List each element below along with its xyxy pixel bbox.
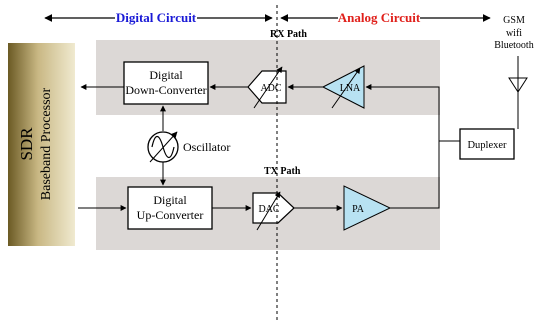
- tx-path-label: TX Path: [264, 166, 301, 177]
- duplexer-block: [459, 128, 515, 160]
- lna-adjust-arrow: [331, 67, 361, 109]
- digital-up-converter: [127, 186, 213, 230]
- rx-path-label: RX Path: [270, 29, 307, 40]
- antenna-label-wifi: wifi: [506, 28, 522, 39]
- pa-label: PA: [352, 204, 365, 215]
- up-converter-line1: Digital: [153, 193, 187, 207]
- digital-down-converter: [123, 61, 209, 105]
- baseband-processor-label: Baseband Processor: [39, 87, 54, 200]
- duplexer-to-lna-arrow: [365, 84, 440, 141]
- pa-amplifier: [343, 185, 392, 231]
- dac-adjust-arrow: [256, 191, 281, 231]
- oscillator-label: Oscillator: [183, 140, 230, 154]
- dac-block: [252, 192, 295, 224]
- antenna-label-gsm: GSM: [503, 15, 525, 26]
- digital-circuit-label: Digital Circuit: [116, 10, 197, 25]
- pa-to-duplexer-line: [390, 141, 440, 209]
- antenna-label-bluetooth: Bluetooth: [494, 40, 533, 51]
- adc-label: ADC: [260, 83, 281, 94]
- analog-circuit-label: Analog Circuit: [338, 10, 421, 25]
- duplexer-label: Duplexer: [467, 140, 507, 151]
- oscillator-adjust-arrow: [149, 131, 178, 163]
- sdr-label: SDR: [17, 127, 36, 161]
- sdr-baseband-processor: [8, 43, 75, 246]
- down-converter-line2: Down-Converter: [125, 83, 206, 97]
- up-converter-line2: Up-Converter: [137, 208, 204, 222]
- down-converter-line1: Digital: [149, 68, 183, 82]
- lna-label: LNA: [340, 83, 361, 94]
